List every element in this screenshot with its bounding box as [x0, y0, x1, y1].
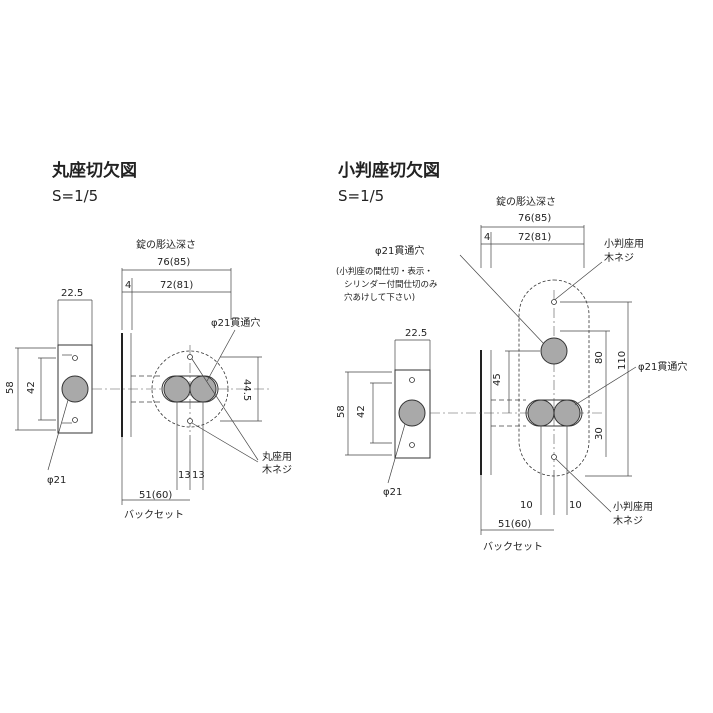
right-dim-10b: 10	[569, 500, 582, 511]
right-front-hole	[398, 399, 426, 427]
left-dim-13a: 13	[178, 470, 191, 481]
right-phi21-through-leader	[574, 366, 637, 406]
left-rose-outline	[151, 350, 229, 428]
round-rose-cutout-diagram: 丸座切欠図 S=1/5 錠の彫込深さ 76(85) 4 72(81) 22.5 …	[5, 160, 292, 521]
right-phi21-top: φ21貫通穴	[375, 244, 424, 257]
right-dim-10a: 10	[520, 500, 533, 511]
left-dim-13b: 13	[192, 470, 205, 481]
right-title: 小判座切欠図	[338, 160, 440, 181]
left-dim-44-5: 44.5	[241, 379, 252, 401]
right-dim-72: 72(81)	[518, 232, 551, 243]
right-rose-screw-bottom	[551, 454, 557, 460]
left-phi21-through: φ21貫通穴	[211, 316, 260, 329]
left-screw-label-2: 木ネジ	[262, 464, 292, 476]
left-phi21-through-leader	[206, 329, 236, 382]
right-dim-4: 4	[484, 232, 490, 243]
right-screw-hole-bottom	[409, 442, 415, 448]
left-phi21-leader	[47, 399, 69, 471]
right-screw-label-2: 木ネジ	[613, 515, 643, 527]
left-title: 丸座切欠図	[51, 160, 137, 181]
right-note-3: 穴あけして下さい)	[344, 292, 415, 303]
left-front-hole	[61, 375, 89, 403]
right-dim-51: 51(60)	[498, 519, 531, 530]
right-note-2: シリンダー付間仕切のみ	[344, 279, 438, 290]
right-dim-42: 42	[356, 405, 367, 418]
right-dim-80: 80	[594, 351, 605, 364]
left-dim-72: 72(81)	[160, 280, 193, 291]
right-through-hole-2	[553, 399, 581, 427]
right-mortise-depth-label: 錠の彫込深さ	[496, 195, 556, 208]
left-dim-4: 4	[125, 280, 131, 291]
left-dim-22-5: 22.5	[61, 288, 83, 299]
left-dim-51: 51(60)	[139, 490, 172, 501]
left-screw-leader-2	[191, 422, 259, 463]
right-note-1: (小判座の間仕切・表示・	[336, 266, 433, 277]
right-upper-hole	[540, 337, 568, 365]
right-plate-label-1: 小判座用	[604, 237, 644, 250]
left-through-hole-2	[189, 375, 217, 403]
left-rose-screw-top	[187, 354, 193, 360]
left-rose-screw-bottom	[187, 418, 193, 424]
right-through-slot	[525, 399, 583, 427]
right-screw-hole-top	[409, 377, 415, 383]
left-phi21: φ21	[47, 475, 66, 486]
right-plate-label-2: 木ネジ	[604, 252, 634, 264]
left-dim-76: 76(85)	[157, 257, 190, 268]
right-phi21: φ21	[383, 487, 402, 498]
left-backset: バックセット	[124, 509, 184, 521]
right-dim-22-5: 22.5	[405, 328, 427, 339]
right-screw-leader	[555, 458, 612, 513]
right-dim-76: 76(85)	[518, 213, 551, 224]
right-rose-screw-top	[551, 299, 557, 305]
oval-rose-cutout-diagram: 小判座切欠図 S=1/5 錠の彫込深さ 76(85) 4 72(81) φ21貫…	[336, 160, 687, 553]
left-dim-58: 58	[5, 381, 16, 394]
right-dim-30: 30	[594, 427, 605, 440]
right-dim-110: 110	[617, 351, 628, 370]
right-scale: S=1/5	[338, 187, 384, 205]
right-phi21-top-leader	[459, 254, 546, 346]
left-through-hole-1	[163, 375, 191, 403]
left-scale: S=1/5	[52, 187, 98, 205]
right-dim-45: 45	[492, 373, 503, 386]
right-screw-label-1: 小判座用	[613, 500, 653, 513]
left-screw-hole-bottom	[72, 417, 78, 423]
right-backset: バックセット	[483, 541, 543, 553]
right-dim-58: 58	[336, 405, 347, 418]
left-screw-label-1: 丸座用	[262, 450, 292, 463]
left-screw-leader-1	[191, 358, 259, 461]
right-phi21-through: φ21貫通穴	[638, 360, 687, 373]
right-phi21-leader	[387, 423, 406, 484]
right-plate-label-leader	[551, 261, 603, 303]
left-dim-42: 42	[26, 381, 37, 394]
left-screw-hole-top	[72, 355, 78, 361]
right-through-hole-1	[527, 399, 555, 427]
left-mortise-depth-label: 錠の彫込深さ	[136, 238, 196, 251]
